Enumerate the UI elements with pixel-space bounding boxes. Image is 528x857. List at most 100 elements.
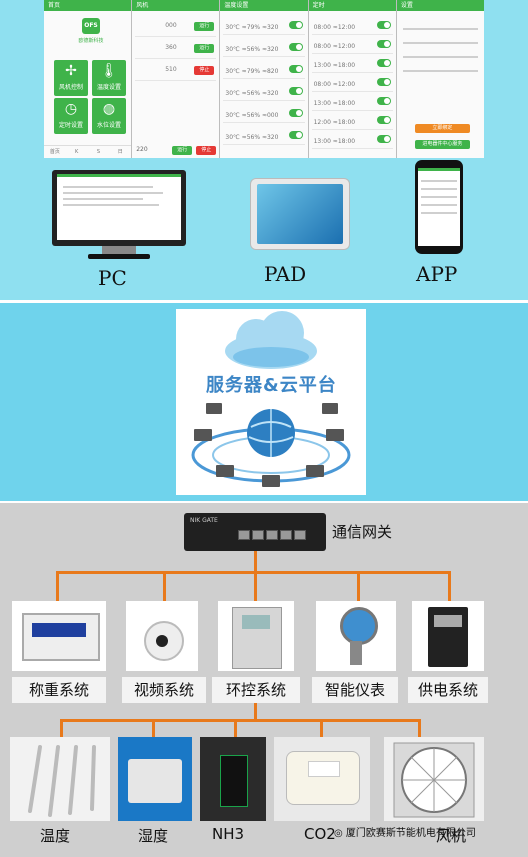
service-center-button[interactable]: 进电器件中心服务: [414, 140, 471, 149]
cloud-label: 服务器&云平台: [206, 375, 337, 396]
company-name: 欧德斯科技: [78, 38, 104, 44]
connector-line: [56, 571, 450, 574]
water-setting-tile[interactable]: ◍ 水位设置: [92, 98, 126, 134]
fan-row-value: 360: [165, 44, 177, 51]
laptop-icons: [194, 403, 344, 487]
power-meter-device: [412, 601, 484, 671]
tab-k[interactable]: K: [75, 149, 79, 155]
pc-base: [88, 254, 150, 259]
pc-stand: [102, 246, 136, 254]
fan-stop-button[interactable]: 停止: [194, 66, 215, 75]
settings-field[interactable]: [402, 28, 479, 30]
system-label-weighing: 称重系统: [12, 677, 106, 703]
cloud-illustration: [191, 311, 351, 487]
gateway-device: NIK GATE: [184, 513, 326, 551]
connector-line: [56, 571, 59, 601]
app-label: APP: [416, 262, 458, 286]
tab-calendar[interactable]: 日: [117, 149, 123, 155]
gateway-label: 通信网关: [332, 523, 393, 541]
connector-line: [254, 703, 257, 721]
tab-s[interactable]: S: [96, 149, 101, 155]
temperature-setting-label: 温度设置: [96, 84, 121, 91]
system-label-instrument: 智能仪表: [312, 677, 398, 703]
fan-bottom-run-button[interactable]: 运行: [172, 146, 193, 155]
humidity-sensor-image: [118, 737, 192, 821]
timer-toggle[interactable]: [376, 97, 391, 105]
client-section: 首页 OFS 欧德斯科技 ✢ 风机控制 🌡 温度设置 ◷ 定时设置 ◍ 水位设置…: [0, 0, 528, 300]
temp-toggle[interactable]: [288, 43, 303, 51]
gateway-brand: NIK GATE: [190, 517, 218, 524]
settings-field[interactable]: [402, 42, 479, 44]
timer-toggle[interactable]: [376, 21, 391, 29]
temp-row-value: 30℃ ≈56% ≈320: [225, 46, 279, 53]
pad-device: [250, 178, 350, 250]
fan-image: [384, 737, 484, 821]
timer-setting-tile[interactable]: ◷ 定时设置: [54, 98, 88, 134]
settings-screen: 设置 立即绑定 进电器件中心服务: [396, 0, 485, 158]
connector-line: [418, 719, 421, 737]
fan-row: 360 运行: [135, 40, 217, 59]
temp-row: 30℃ ≈56% ≈320: [223, 126, 305, 145]
settings-field[interactable]: [402, 56, 479, 58]
topology-section: NIK GATE 通信网关 称重系统 视频系统 环控系统 智能仪表 供电系统: [0, 503, 528, 857]
fan-row-value: 000: [165, 22, 177, 29]
timer-toggle[interactable]: [376, 40, 391, 48]
temperature-title: 温度设置: [220, 0, 308, 11]
bind-button[interactable]: 立即绑定: [414, 124, 471, 133]
temp-toggle[interactable]: [288, 65, 303, 73]
fan-row-value: 510: [165, 66, 177, 73]
pc-table-line: [63, 204, 159, 206]
temperature-probe-drawing: [28, 745, 96, 817]
fan-run-button[interactable]: 运行: [194, 22, 215, 31]
settings-field[interactable]: [402, 70, 479, 72]
watermark: ◎ 厦门欧赛斯节能机电有限公司: [334, 824, 476, 839]
fan-row: 510 停止: [135, 62, 217, 81]
temperature-setting-tile[interactable]: 🌡 温度设置: [92, 60, 126, 96]
connector-line: [320, 719, 323, 737]
timer-toggle[interactable]: [376, 116, 391, 124]
cloud-section: 服务器&云平台: [0, 303, 528, 501]
app-screenshots: 首页 OFS 欧德斯科技 ✢ 风机控制 🌡 温度设置 ◷ 定时设置 ◍ 水位设置…: [44, 0, 485, 158]
temp-row-value: 30℃ ≈79% ≈820: [225, 68, 279, 75]
fan-bottom-stop-button[interactable]: 停止: [196, 146, 217, 155]
timer-row-value: 08:00 ≈12:00: [313, 43, 356, 50]
temperature-screen: 温度设置 30℃ ≈79% ≈320 30℃ ≈56% ≈320 30℃ ≈79…: [220, 0, 309, 158]
temperature-probe-image: [10, 737, 110, 821]
timer-toggle[interactable]: [376, 78, 391, 86]
connector-line: [234, 719, 237, 737]
tab-home[interactable]: 首页: [49, 149, 60, 155]
water-setting-label: 水位设置: [96, 122, 121, 129]
fan-title: 风机: [132, 0, 220, 11]
temp-toggle[interactable]: [288, 109, 303, 117]
temp-toggle[interactable]: [288, 21, 303, 29]
pc-label: PC: [98, 266, 127, 290]
fan-control-tile[interactable]: ✢ 风机控制: [54, 60, 88, 96]
fan-run-button[interactable]: 运行: [194, 44, 215, 53]
timer-row: 08:00 ≈12:00: [311, 35, 393, 54]
gateway-port: [252, 530, 264, 540]
timer-toggle[interactable]: [376, 59, 391, 67]
pc-device: [52, 170, 186, 260]
temp-toggle[interactable]: [288, 131, 303, 139]
pc-table-line: [63, 198, 143, 200]
temp-row: 30℃ ≈56% ≈320: [223, 82, 305, 101]
watermark-text: 厦门欧赛斯节能机电有限公司: [345, 828, 476, 839]
meter-device: [316, 601, 396, 671]
cloud-icon: [225, 311, 317, 369]
home-tabbar: 首页 K S 日: [44, 145, 132, 158]
pc-table-line: [63, 192, 163, 194]
phone-screen: [418, 168, 460, 246]
temp-toggle[interactable]: [288, 87, 303, 95]
timer-row: 08:00 ≈12:00: [311, 73, 393, 92]
camera-device: [126, 601, 198, 671]
connector-line: [60, 719, 420, 722]
phone-row: [421, 180, 457, 182]
timer-row: 08:00 ≈12:00: [311, 16, 393, 35]
timer-row-value: 13:00 ≈18:00: [313, 138, 356, 145]
timer-toggle[interactable]: [376, 135, 391, 143]
pc-screen: [57, 174, 181, 240]
timer-screen: 定时 08:00 ≈12:00 08:00 ≈12:00 13:00 ≈18:0…: [308, 0, 397, 158]
sensor-label-co2: CO2: [304, 825, 336, 843]
timer-row: 13:00 ≈18:00: [311, 130, 393, 149]
fan-icon: ✢: [65, 63, 77, 79]
